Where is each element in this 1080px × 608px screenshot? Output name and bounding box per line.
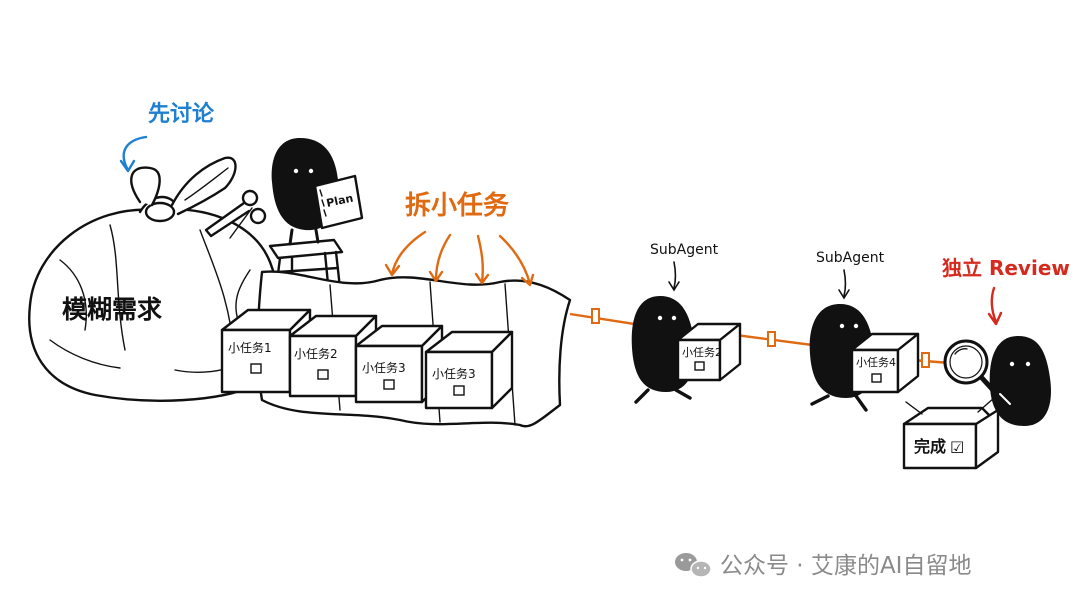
- subagent-2-box-label: 小任务4: [856, 356, 896, 369]
- split-tasks-annotation: 拆小任务: [384, 191, 535, 287]
- orange-arrow-3-icon: [476, 234, 484, 284]
- blue-arrow-icon: [122, 135, 148, 172]
- done-label: 完成: [914, 437, 946, 456]
- independent-review-label: 独立 Review: [942, 256, 1070, 280]
- orange-arrow-2-icon: [434, 233, 452, 282]
- watermark-prefix: 公众号 ·: [720, 553, 811, 579]
- orange-arrow-1-icon: [390, 230, 427, 276]
- subagent-1-label: SubAgent: [650, 242, 719, 258]
- watermark-name: 艾康的AI自留地: [811, 553, 972, 579]
- magnifier-icon: [943, 339, 1011, 405]
- subagent-1-character: SubAgent 小任务2: [631, 242, 742, 404]
- stool-top: [268, 238, 344, 260]
- fuzzy-requirements-sack: 模糊需求: [28, 156, 282, 402]
- task-box-1-label: 小任务1: [228, 340, 272, 355]
- task-box-3-label: 小任务3: [362, 360, 406, 375]
- done-box: 完成 ☑: [902, 397, 1000, 470]
- plan-label: Plan: [325, 192, 354, 210]
- red-arrow-icon: [990, 286, 998, 324]
- watermark: 公众号 · 艾康的AI自留地: [675, 553, 971, 579]
- task-box-4-label: 小任务3: [432, 366, 476, 381]
- discuss-first-annotation: 先讨论: [119, 101, 215, 173]
- wechat-icon: [675, 553, 712, 578]
- subagent-2-label: SubAgent: [816, 250, 885, 266]
- planner-character: Plan: [268, 138, 364, 292]
- checkbox-checked-icon: ☑: [950, 438, 964, 457]
- task-box-4: 小任务3: [424, 330, 514, 410]
- task-box-2-label: 小任务2: [294, 346, 338, 361]
- subagent-2-character: SubAgent 小任务4: [809, 250, 920, 412]
- task-boxes: 小任务1 小任务2 小任务3 小任务3: [220, 308, 514, 410]
- reviewer-character: 独立 Review 完成 ☑: [902, 256, 1070, 470]
- svg-text:公众号 · 艾康的AI自留地: 公众号 · 艾康的AI自留地: [720, 553, 971, 579]
- orange-arrow-4-icon: [498, 234, 532, 286]
- fuzzy-requirements-label: 模糊需求: [62, 295, 162, 324]
- subagent-1-box-label: 小任务2: [682, 346, 722, 359]
- blue-arrow-head-icon: [119, 159, 136, 173]
- discuss-first-label: 先讨论: [148, 101, 215, 127]
- scissors-icon: [204, 189, 267, 239]
- split-tasks-label: 拆小任务: [405, 191, 509, 221]
